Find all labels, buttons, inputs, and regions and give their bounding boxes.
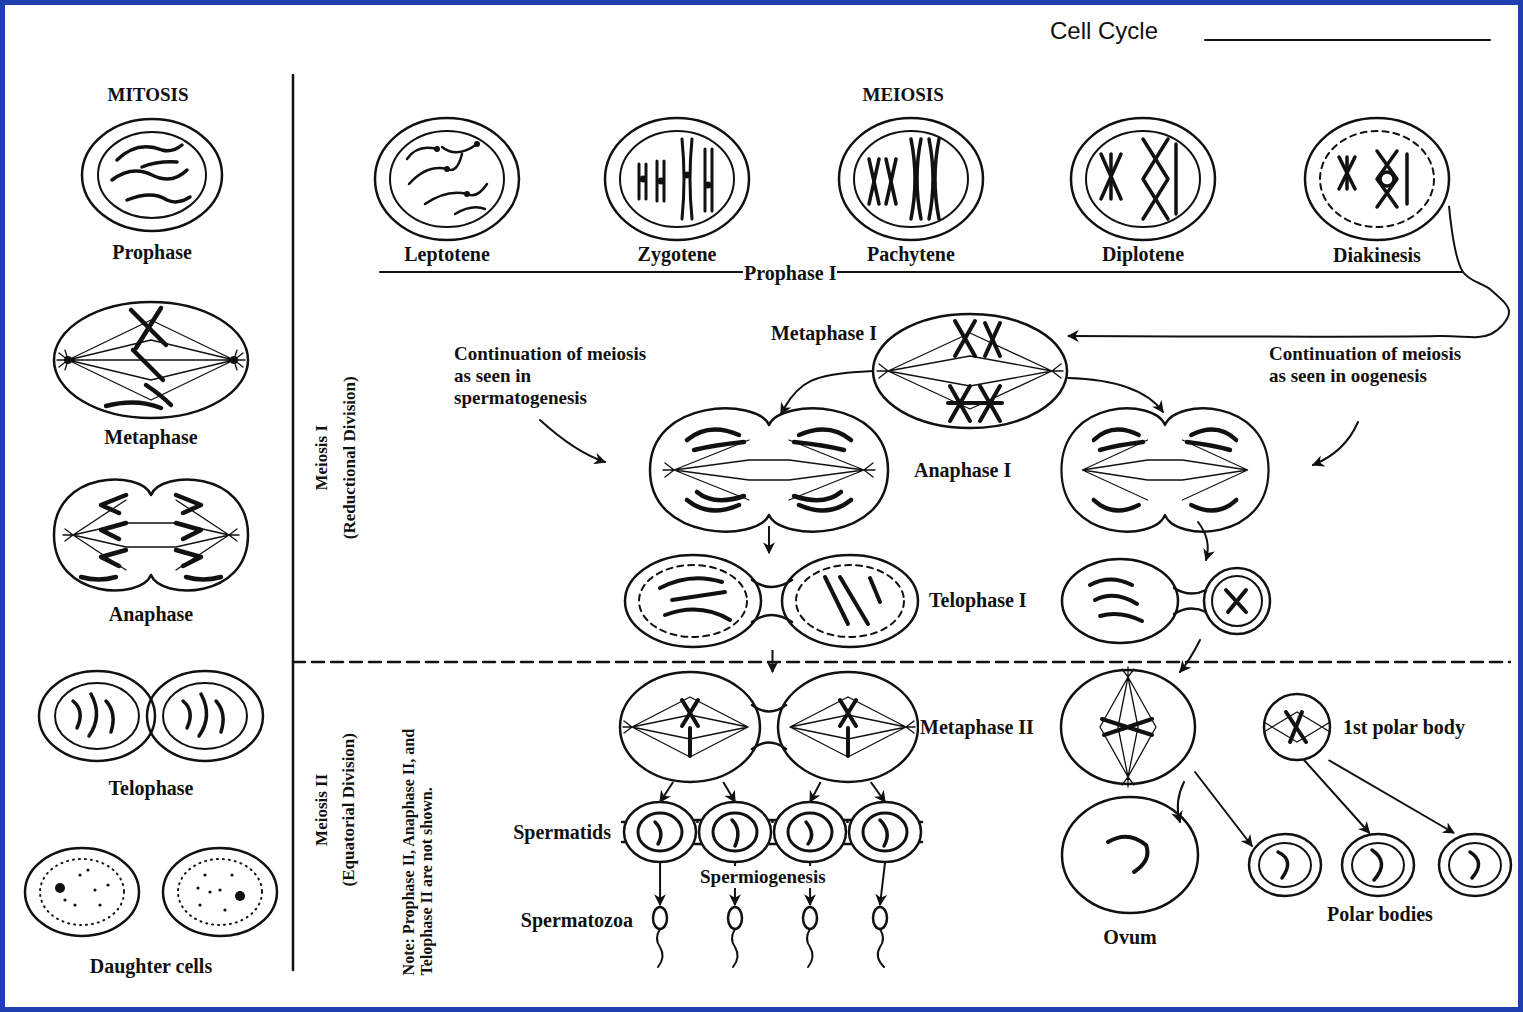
stage-arrow	[772, 650, 773, 672]
cell-stage: Leptotene	[375, 118, 519, 240]
stage-label: Telophase I	[928, 589, 1028, 612]
cell-stage: 1st polar body	[1262, 694, 1332, 760]
pachytene-cell	[839, 118, 983, 240]
anaphase-cell	[54, 480, 248, 591]
callout-note: Continuation of meiosis as seen in oogen…	[1268, 343, 1470, 387]
stage-arrow	[769, 526, 770, 553]
cell-stage: Pachytene	[839, 118, 983, 240]
metaphase-ii-oocyte	[1061, 667, 1195, 787]
anaphase-i-cell	[650, 408, 888, 531]
arrow-path	[1329, 760, 1454, 833]
pathway-arrows	[540, 378, 1358, 846]
cell-stage: Ovum	[1062, 797, 1198, 913]
arrow-path	[723, 782, 735, 802]
cell-stage: Metaphase I	[873, 314, 1068, 428]
arrow-path	[1068, 206, 1509, 337]
stage-arrow	[1304, 760, 1454, 833]
stage-arrow	[781, 371, 873, 414]
stage-label: Zygotene	[637, 243, 718, 266]
diakinesis-cell	[1305, 118, 1449, 240]
arrow-path	[1304, 760, 1369, 833]
callout-note: Continuation of meiosis as seen in sperm…	[453, 343, 655, 409]
cell-stage: Spermatids	[622, 802, 922, 862]
cell-stage: Anaphase	[54, 476, 248, 594]
phase-bracket-label: Prophase I	[743, 262, 837, 285]
stage-label: Leptotene	[403, 243, 491, 266]
process-label: Spermiogenesis	[699, 866, 827, 888]
polar-body-cell	[1264, 694, 1330, 760]
division-label: Meiosis II	[312, 773, 332, 847]
stage-label: Metaphase II	[919, 716, 1035, 739]
stage-label: Prophase	[111, 241, 193, 264]
spermatid-cells	[622, 802, 922, 862]
cell-stage: Telophase	[38, 670, 264, 762]
stage-label: Daughter cells	[89, 955, 213, 978]
stage-label: Ovum	[1102, 926, 1157, 949]
stage-label: Diplotene	[1101, 243, 1185, 266]
anaphase-i-oocyte	[1061, 408, 1268, 531]
title-rule	[1205, 39, 1490, 41]
stage-label: Anaphase I	[913, 459, 1012, 482]
column-heading: MEIOSIS	[862, 84, 945, 106]
stage-label: Metaphase	[103, 426, 198, 449]
arrow-path	[781, 371, 873, 414]
cell-stage: Metaphase II	[620, 672, 915, 782]
stage-arrow	[1068, 206, 1509, 337]
diagram-title: Cell Cycle	[1050, 17, 1158, 45]
stage-label: Polar bodies	[1326, 903, 1434, 926]
prophase-bracket	[380, 271, 1462, 273]
prophase-cell	[82, 119, 222, 231]
telophase-i-oocyte	[1062, 559, 1270, 643]
stage-label: Spermatozoa	[520, 909, 634, 932]
leptotene-cell	[375, 118, 519, 240]
metaphase-ii-cell	[620, 672, 918, 782]
arrow-path	[768, 526, 770, 553]
cell-stage: Daughter cells	[24, 846, 278, 938]
stage-arrow	[660, 782, 885, 802]
stage-label: Spermatids	[512, 821, 612, 844]
polar-bodies	[1249, 834, 1511, 896]
stage-label: 1st polar body	[1342, 716, 1466, 739]
arrow-path	[660, 782, 673, 802]
spermatozoa	[653, 907, 887, 967]
cell-stage: Diplotene	[1071, 118, 1215, 240]
telophase-i-cell	[625, 555, 918, 647]
cell-stage: Prophase	[81, 118, 223, 232]
metaphase-i-cell	[873, 314, 1067, 428]
column-heading: MITOSIS	[107, 84, 190, 106]
arrow-path	[880, 862, 885, 905]
arrow-path	[810, 782, 821, 802]
arrow-path	[871, 782, 885, 802]
cell-stage: Zygotene	[605, 118, 749, 240]
arrow-path	[659, 862, 661, 905]
cell-stage: Diakinesis	[1305, 118, 1449, 240]
metaphase-cell	[54, 302, 248, 418]
daughter-cells	[25, 848, 277, 936]
cell-stage: Polar bodies	[1248, 833, 1512, 897]
cell-stage: Telophase I	[625, 553, 920, 650]
stage-arrow	[660, 862, 885, 905]
diplotene-cell	[1071, 118, 1215, 240]
arrow-path	[772, 650, 774, 672]
division-label: Meiosis I	[312, 424, 332, 492]
stage-label: Telophase	[108, 777, 195, 800]
stage-label: Metaphase I	[770, 322, 878, 345]
zygotene-cell	[605, 118, 749, 240]
cell-stage: Spermatozoa	[640, 905, 900, 970]
division-divider	[293, 661, 1510, 664]
stage-label: Pachytene	[866, 243, 956, 266]
footnote: Note: Prophase II, Anaphase II, and Telo…	[400, 694, 437, 976]
division-label: (Reductional Division)	[339, 375, 359, 540]
stage-label: Anaphase	[108, 603, 194, 626]
stage-label: Diakinesis	[1332, 244, 1422, 267]
telophase-cell	[39, 671, 263, 761]
division-label: (Equatorial Division)	[339, 732, 359, 888]
cell-stage: Metaphase	[54, 302, 248, 418]
cell-stage: Anaphase I	[650, 414, 888, 526]
column-divider	[292, 75, 295, 970]
